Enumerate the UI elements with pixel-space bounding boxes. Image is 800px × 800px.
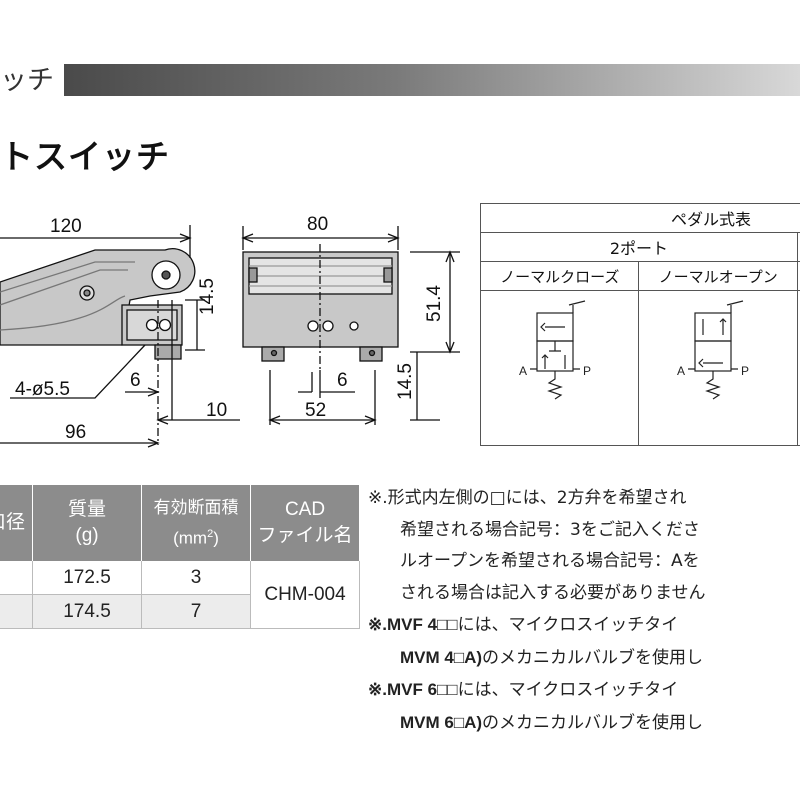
port-label-p: P <box>741 364 749 378</box>
table-row: 172.5 3 CHM-004 <box>0 561 360 629</box>
dim-51-4: 51.4 <box>424 285 445 322</box>
col-normal-open: ノーマルオープン <box>638 261 798 291</box>
col-header-area: 有効断面積(mm2) <box>141 485 251 561</box>
port-label-p: P <box>583 364 591 378</box>
valve-symbol-nc: A P <box>519 300 591 400</box>
port-label-a: A <box>677 364 685 378</box>
note-line: MVM 6□A)のメカニカルバルブを使用し <box>400 712 704 733</box>
notes: ※.形式内左側の□には、2方弁を希望され 希望される場合記号：3をご記入くださ … <box>368 483 800 739</box>
dim-14-5-side: 14.5 <box>197 278 218 315</box>
note-line: 希望される場合記号：3をご記入くださ <box>400 519 700 540</box>
dim-120: 120 <box>50 216 82 237</box>
cell-mass: 172.5 <box>32 561 142 595</box>
cell-area: 7 <box>141 594 251 629</box>
dim-96: 96 <box>65 422 86 443</box>
dim-10: 10 <box>206 400 227 421</box>
dim-80: 80 <box>307 214 328 235</box>
port-label-a: A <box>519 364 527 378</box>
note-line: ※.MVF 6□□には、マイクロスイッチタイ <box>368 680 679 700</box>
circuit-table: ペダル式表 2ポート ノーマルクローズ ノーマルオープン ノ A <box>479 203 800 446</box>
note-line: MVM 4□A)のメカニカルバルブを使用し <box>400 647 704 668</box>
circuit-port-header: 2ポート <box>480 232 798 262</box>
symbol-normal-open: A P <box>638 290 798 446</box>
note-line: される場合は記入する必要がありません <box>400 582 706 603</box>
side-view-drawing <box>0 225 240 448</box>
cell-area: 3 <box>141 561 251 595</box>
col-normal-close: ノーマルクローズ <box>479 261 640 291</box>
dim-6-side: 6 <box>130 370 141 391</box>
front-view-drawing <box>241 226 460 425</box>
note-line: ※.MVF 4□□には、マイクロスイッチタイ <box>368 615 679 635</box>
section-header-bar <box>64 64 800 96</box>
page-title: トスイッチ <box>0 137 170 176</box>
dim-52: 52 <box>305 400 326 421</box>
table-row: 174.5 7 <box>0 594 360 629</box>
col-header-port: 口径 <box>0 485 33 561</box>
cell-mass: 174.5 <box>32 594 142 629</box>
dim-hole: 4-ø5.5 <box>15 379 70 400</box>
symbol-normal-close: A P <box>479 290 640 446</box>
dim-6-front: 6 <box>337 370 348 391</box>
section-header-text: ッチ <box>0 65 54 96</box>
circuit-table-title: ペダル式表 <box>480 203 800 233</box>
dim-14-5-front: 14.5 <box>395 363 416 400</box>
note-line: ※.形式内左側の□には、2方弁を希望され <box>368 488 687 508</box>
cell-cad: CHM-004 <box>250 561 360 629</box>
valve-symbol-no: A P <box>677 300 749 400</box>
col-header-mass: 質量(g) <box>32 485 142 561</box>
note-line: ルオープンを希望される場合記号：Aを <box>400 551 700 571</box>
